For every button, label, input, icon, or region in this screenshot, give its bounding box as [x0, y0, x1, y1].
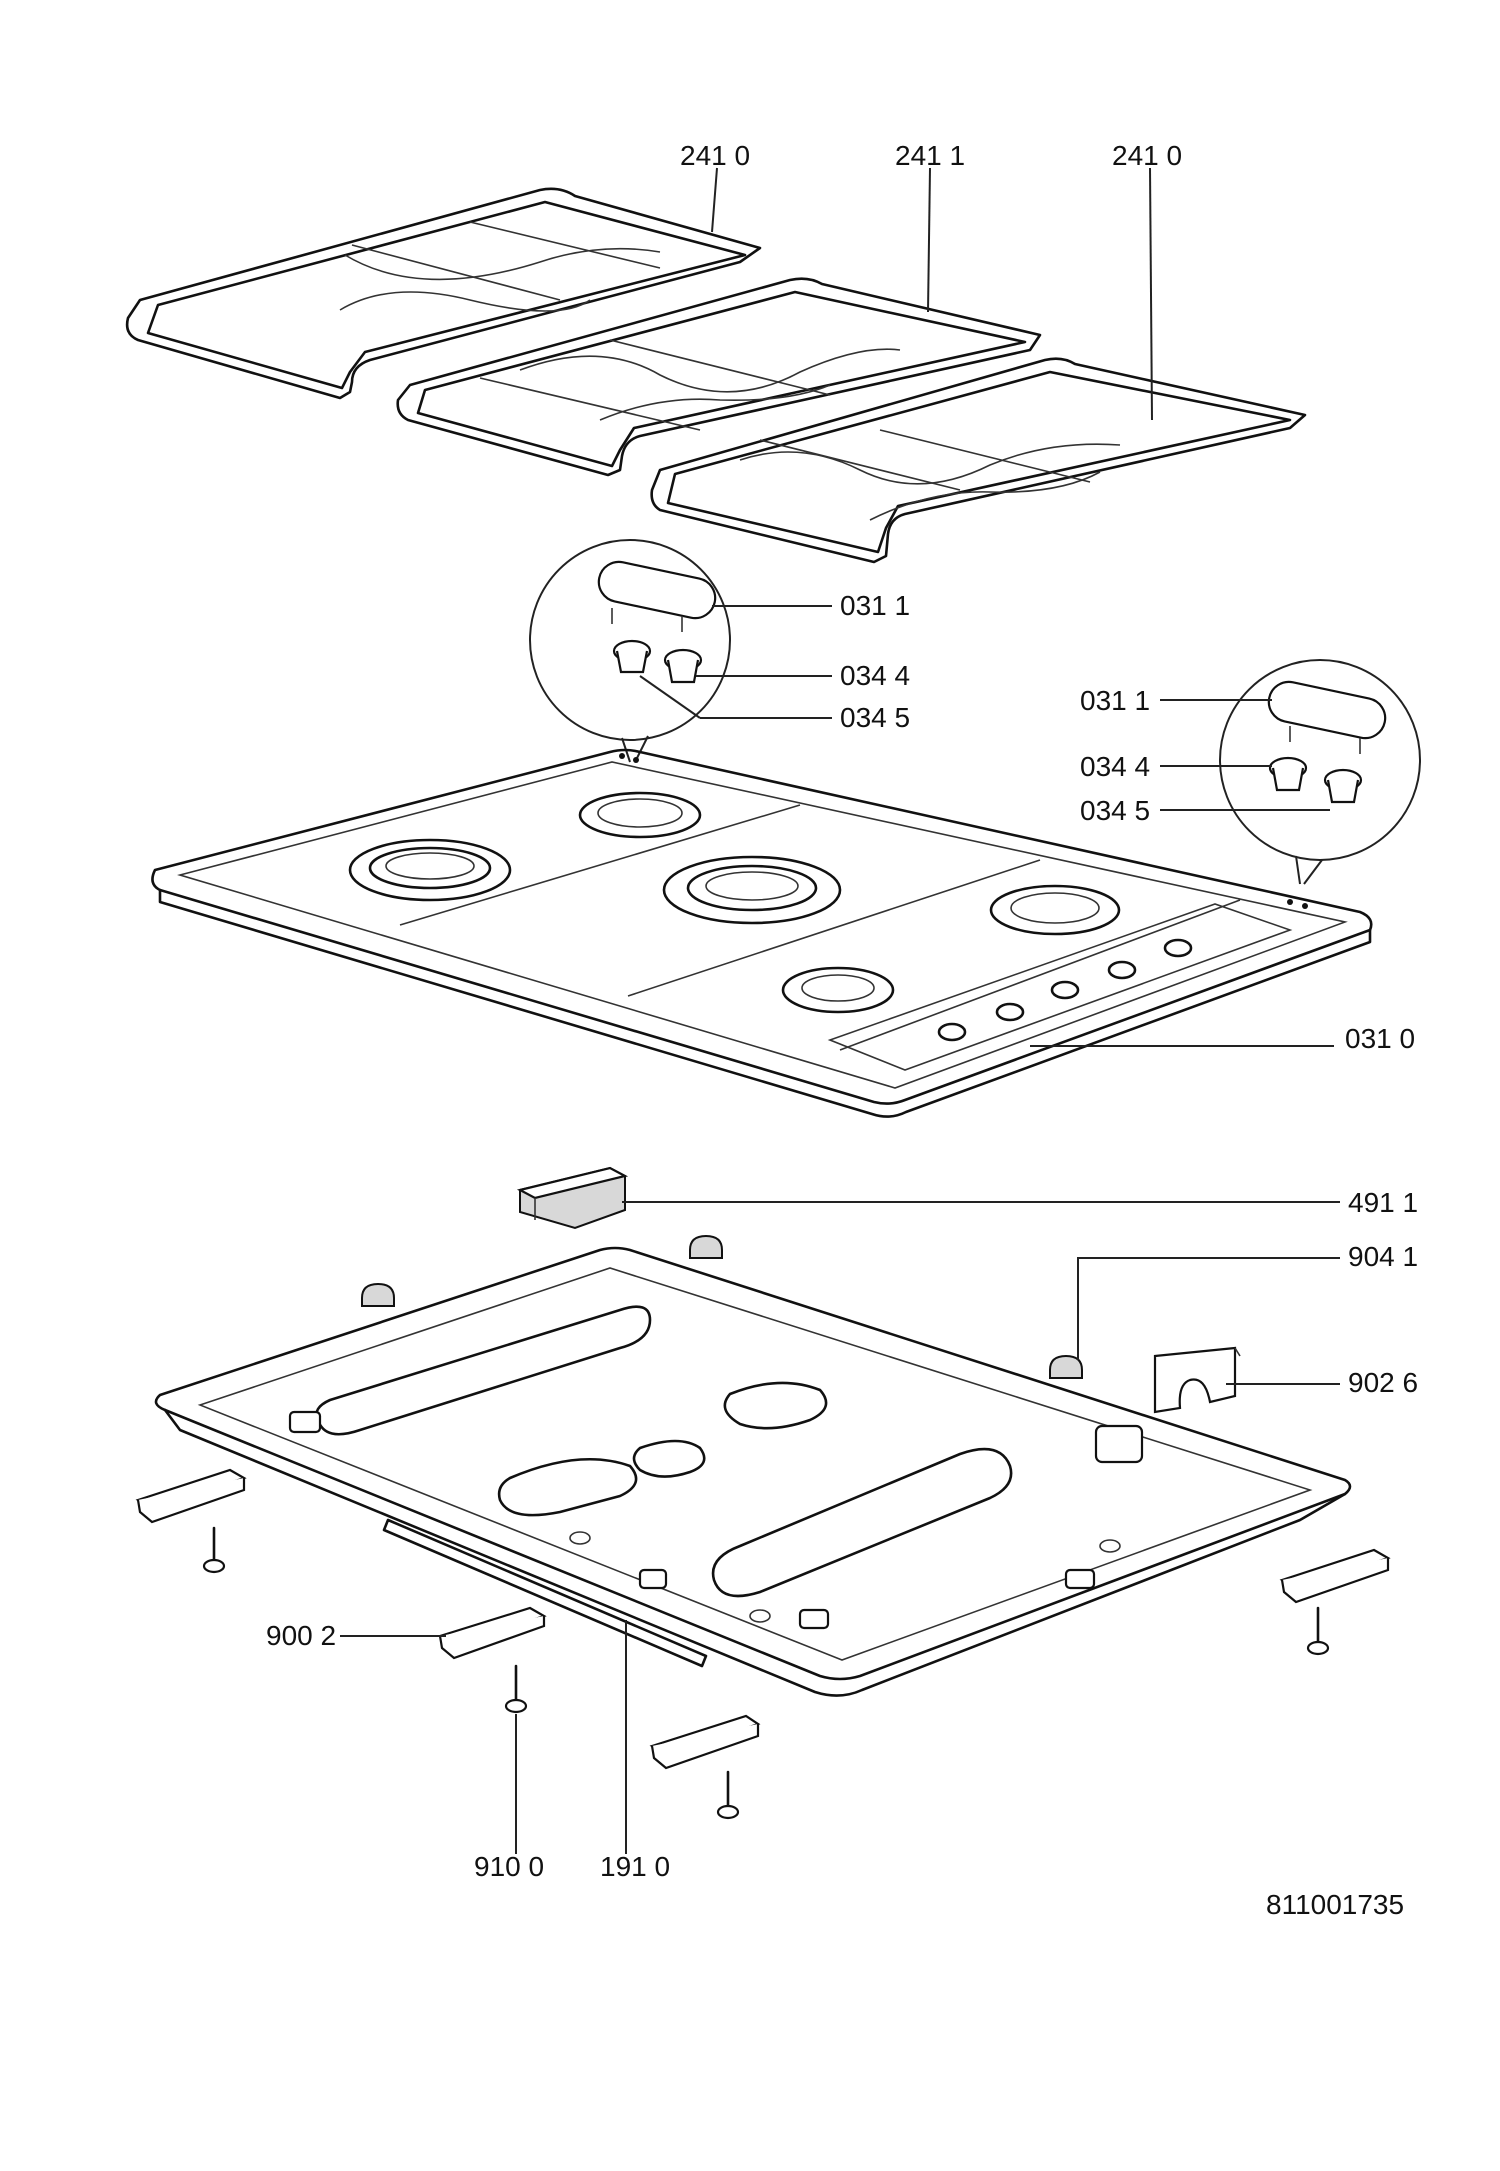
detail-circle-left: [529, 539, 731, 763]
label-bracket-box: 491 1: [1348, 1187, 1418, 1218]
label-grate-right: 241 0: [1112, 140, 1182, 171]
clamps: [135, 1468, 1391, 1770]
bracket-plate: [1153, 1346, 1241, 1414]
base-tray: [154, 1246, 1352, 1697]
label-grate-left: 241 0: [680, 140, 750, 171]
label-grate-center: 241 1: [895, 140, 965, 171]
detail-circle-right: [1219, 659, 1421, 885]
label-cap-right: 031 1: [1080, 685, 1150, 716]
label-bush-b-left: 034 5: [840, 702, 910, 733]
cooktop-top: [151, 748, 1373, 1118]
label-bracket-plate: 902 6: [1348, 1367, 1418, 1398]
label-bush-b-right: 034 5: [1080, 795, 1150, 826]
label-seal-strip: 191 0: [600, 1851, 670, 1882]
grate-left: [125, 187, 762, 400]
small-bushings: [361, 1234, 1083, 1379]
label-bush-a-right: 034 4: [1080, 751, 1150, 782]
screws: [202, 1526, 1330, 1820]
grate-right: [650, 357, 1307, 564]
seal-strip: [382, 1518, 708, 1668]
bracket-box: [516, 1166, 629, 1230]
drawing-number: 811001735: [1266, 1889, 1404, 1920]
label-clamp: 900 2: [266, 1620, 336, 1651]
label-bushing-small: 904 1: [1348, 1241, 1418, 1272]
grate-center: [396, 277, 1042, 477]
label-cap-left: 031 1: [840, 590, 910, 621]
label-screw: 910 0: [474, 1851, 544, 1882]
label-bush-a-left: 034 4: [840, 660, 910, 691]
label-cooktop: 031 0: [1345, 1023, 1415, 1054]
